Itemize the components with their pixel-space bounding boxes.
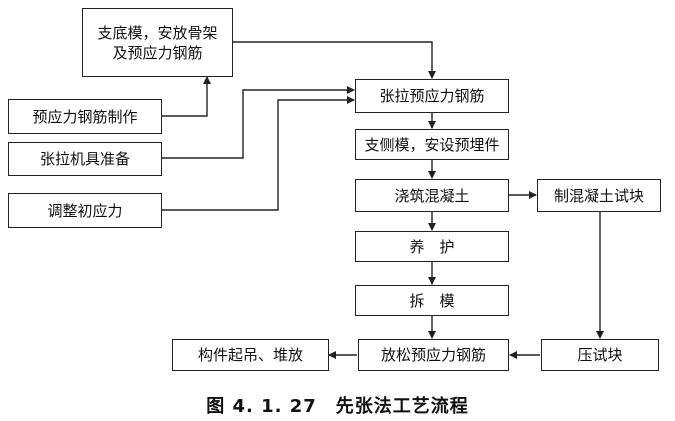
node-make-tendon-label: 预应力钢筋制作 bbox=[32, 107, 138, 126]
node-release-label: 放松预应力钢筋 bbox=[380, 346, 486, 364]
node-cure-label: 养 护 bbox=[409, 237, 455, 256]
node-tension-label: 张拉预应力钢筋 bbox=[379, 87, 485, 105]
node-tension-tools-label: 张拉机具准备 bbox=[39, 150, 130, 168]
node-hoist-label: 构件起吊、堆放 bbox=[197, 346, 303, 364]
node-form-frame-line2: 及预应力钢筋 bbox=[112, 43, 203, 62]
node-pour: 浇筑混凝土 bbox=[355, 179, 509, 212]
node-side-form-label: 支侧模，安设预埋件 bbox=[364, 135, 500, 154]
arrow-tendon-to-frame bbox=[162, 76, 211, 117]
node-pour-label: 浇筑混凝土 bbox=[394, 186, 470, 205]
arrow-adjust-to-tension bbox=[162, 96, 355, 211]
node-press-test-label: 压试块 bbox=[577, 346, 623, 364]
node-specimen: 制混凝土试块 bbox=[537, 179, 661, 212]
arrow-frame-to-tension bbox=[233, 41, 436, 79]
node-demold-label: 拆 模 bbox=[409, 291, 455, 310]
node-demold: 拆 模 bbox=[355, 285, 509, 316]
node-side-form: 支侧模，安设预埋件 bbox=[355, 129, 509, 160]
node-make-tendon: 预应力钢筋制作 bbox=[8, 99, 162, 134]
node-tension: 张拉预应力钢筋 bbox=[355, 79, 509, 113]
arrow-tools-to-tension bbox=[162, 86, 355, 159]
node-form-frame: 支底模，安放骨架 及预应力钢筋 bbox=[82, 8, 233, 77]
node-tension-tools: 张拉机具准备 bbox=[8, 142, 162, 176]
node-form-frame-line1: 支底模，安放骨架 bbox=[97, 23, 218, 42]
node-cure: 养 护 bbox=[355, 231, 509, 262]
node-adjust-stress-label: 调整初应力 bbox=[47, 201, 123, 220]
node-hoist: 构件起吊、堆放 bbox=[172, 339, 329, 371]
figure-caption: 图 4. 1. 27 先张法工艺流程 bbox=[206, 396, 469, 417]
node-specimen-label: 制混凝土试块 bbox=[553, 186, 644, 205]
node-press-test: 压试块 bbox=[541, 339, 659, 371]
node-release: 放松预应力钢筋 bbox=[358, 339, 509, 371]
node-adjust-stress: 调整初应力 bbox=[8, 193, 162, 228]
